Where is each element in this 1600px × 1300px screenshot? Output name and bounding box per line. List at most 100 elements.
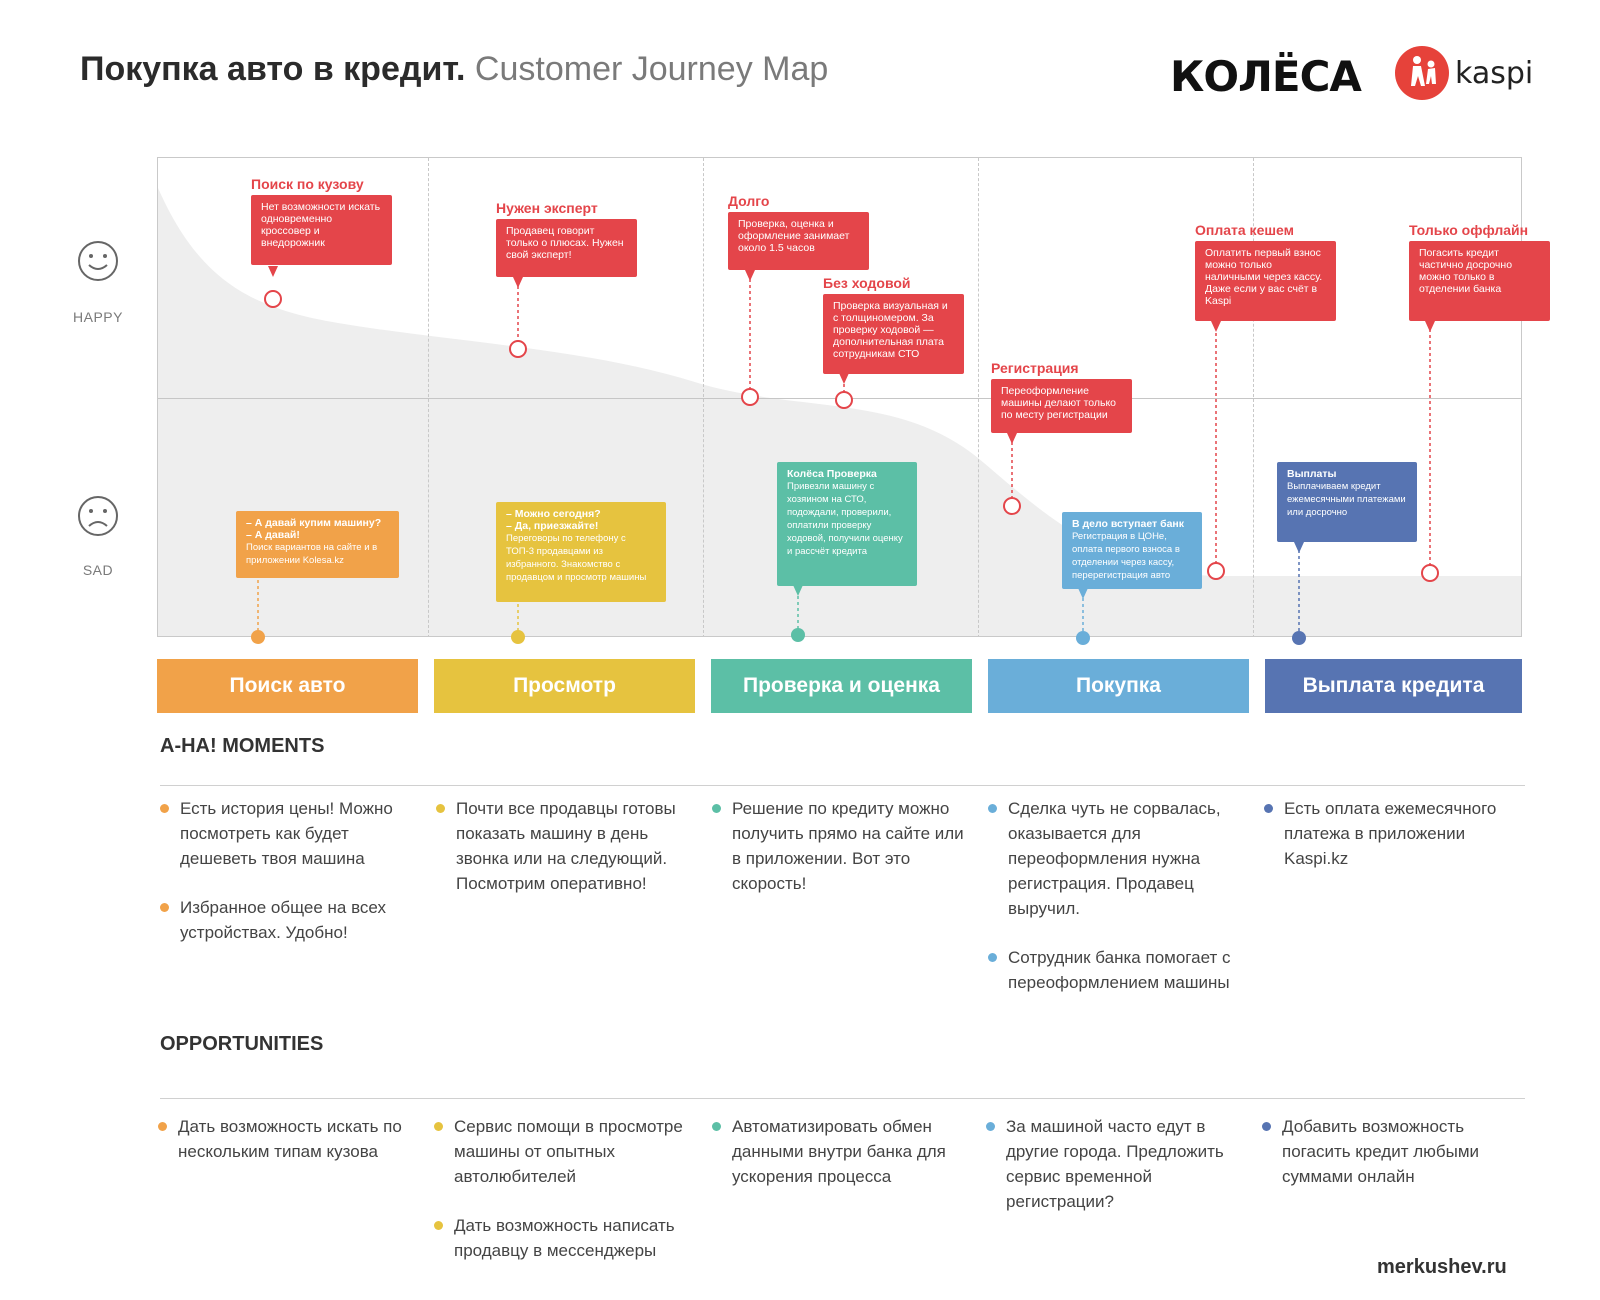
stage-divider: [703, 158, 704, 636]
bullet-dot: [434, 1221, 443, 1230]
happy-label: HAPPY: [73, 309, 123, 325]
kaspi-mark-icon: [1395, 46, 1449, 100]
kaspi-logo: kaspi: [1395, 45, 1533, 101]
pain-point-registration: Регистрация Переоформление машины делают…: [991, 360, 1132, 433]
pain-text: Проверка, оценка и оформление занимает о…: [728, 212, 869, 270]
happy-face-icon: [78, 241, 118, 281]
pain-title: Оплата кешем: [1195, 222, 1294, 238]
stage-repayment: Выплата кредита: [1265, 659, 1522, 713]
action-viewing: – Можно сегодня? – Да, приезжайте! Перег…: [496, 502, 666, 602]
pain-title: Без ходовой: [823, 275, 911, 291]
aha-title: A-HA! MOMENTS: [160, 735, 325, 757]
pain-text: Погасить кредит частично досрочно можно …: [1409, 241, 1550, 321]
pain-point-offline-only: Только оффлайн Погасить кредит частично …: [1409, 222, 1550, 321]
aha-col-search: Есть история цены! Можно посмотреть как …: [160, 796, 415, 969]
kaspi-wordmark: kaspi: [1455, 55, 1534, 91]
stage-divider: [1253, 158, 1254, 636]
pain-point-expert: Нужен эксперт Продавец говорит только о …: [496, 200, 637, 277]
aha-item: Есть история цены! Можно посмотреть как …: [160, 796, 415, 871]
action-line2: – А давай!: [246, 529, 300, 541]
action-search: – А давай купим машину? – А давай! Поиск…: [236, 511, 399, 578]
action-text: Регистрация в ЦОНе, оплата первого взнос…: [1072, 531, 1180, 581]
action-text: Привезли машину с хозяином на СТО, подож…: [787, 481, 903, 557]
action-line1: Колёса Проверка: [787, 468, 877, 480]
action-line1: – А давай купим машину?: [246, 517, 382, 529]
aha-col-inspection: Решение по кредиту можно получить прямо …: [712, 796, 967, 920]
pain-text: Нет возможности искать одновременно крос…: [251, 195, 392, 265]
opportunity-item: Добавить возможность погасить кредит люб…: [1262, 1114, 1517, 1189]
neutral-line: [158, 398, 1521, 399]
bullet-dot: [158, 1122, 167, 1131]
pain-point-cash-payment: Оплата кешем Оплатить первый взнос можно…: [1195, 222, 1336, 321]
pain-text: Продавец говорит только о плюсах. Нужен …: [496, 219, 637, 277]
pain-text: Проверка визуальная и с толщиномером. За…: [823, 294, 964, 374]
stage-divider: [428, 158, 429, 636]
bullet-dot: [1262, 1122, 1271, 1131]
aha-col-purchase: Сделка чуть не сорвалась, оказывается дл…: [988, 796, 1243, 1019]
action-text: Переговоры по телефону с ТОП-3 продавцам…: [506, 533, 647, 583]
pain-title: Долго: [728, 193, 770, 209]
stage-purchase: Покупка: [988, 659, 1249, 713]
opp-col-purchase: За машиной часто едут в другие города. П…: [986, 1114, 1241, 1238]
aha-item: Сотрудник банка помогает с переоформлени…: [988, 945, 1243, 995]
opportunity-item: Дать возможность написать продавцу в мес…: [434, 1213, 689, 1263]
aha-item: Почти все продавцы готовы показать машин…: [436, 796, 691, 896]
title-main: Покупка авто в кредит.: [80, 50, 466, 88]
opp-col-inspection: Автоматизировать обмен данными внутри ба…: [712, 1114, 967, 1213]
opp-col-repayment: Добавить возможность погасить кредит люб…: [1262, 1114, 1517, 1213]
action-line1: Выплаты: [1287, 468, 1337, 480]
action-line1: – Можно сегодня?: [506, 508, 601, 520]
opportunity-item: За машиной часто едут в другие города. П…: [986, 1114, 1241, 1214]
stage-search: Поиск авто: [157, 659, 418, 713]
pain-title: Только оффлайн: [1409, 222, 1529, 238]
pain-point-slow: Долго Проверка, оценка и оформление зани…: [728, 193, 869, 270]
action-repayment: Выплаты Выплачиваем кредит ежемесячными …: [1277, 462, 1417, 542]
action-inspection: Колёса Проверка Привезли машину с хозяин…: [777, 462, 917, 586]
title-sub: Customer Journey Map: [474, 50, 829, 88]
stage-bar: Поиск авто Просмотр Проверка и оценка По…: [157, 659, 1522, 713]
mood-sad: SAD: [58, 495, 138, 578]
bullet-dot: [1264, 804, 1273, 813]
opportunity-item: Дать возможность искать по нескольким ти…: [158, 1114, 413, 1164]
sad-face-icon: [78, 496, 118, 536]
aha-col-viewing: Почти все продавцы готовы показать машин…: [436, 796, 691, 920]
bullet-dot: [434, 1122, 443, 1131]
action-text: Выплачиваем кредит ежемесячными платежам…: [1287, 481, 1406, 518]
footer-site[interactable]: merkushev.ru: [1377, 1256, 1507, 1278]
action-line1: В дело вступает банк: [1072, 518, 1185, 530]
page-title: Покупка авто в кредит. Customer Journey …: [80, 50, 828, 89]
aha-item: Сделка чуть не сорвалась, оказывается дл…: [988, 796, 1243, 921]
bullet-dot: [988, 804, 997, 813]
bullet-dot: [986, 1122, 995, 1131]
pain-title: Нужен эксперт: [496, 200, 598, 216]
bullet-dot: [160, 903, 169, 912]
mood-happy: HAPPY: [58, 240, 138, 325]
kolesa-logo: КОЛЁСА: [1170, 52, 1362, 101]
opportunities-divider: [160, 1098, 1525, 1099]
bullet-dot: [160, 804, 169, 813]
pain-point-body-search: Поиск по кузову Нет возможности искать о…: [251, 176, 392, 265]
action-line2: – Да, приезжайте!: [506, 520, 599, 532]
aha-item: Есть оплата ежемесячного платежа в прило…: [1264, 796, 1519, 871]
aha-item: Решение по кредиту можно получить прямо …: [712, 796, 967, 896]
aha-divider: [160, 785, 1525, 786]
bullet-dot: [712, 804, 721, 813]
bullet-dot: [988, 953, 997, 962]
pain-text: Переоформление машины делают только по м…: [991, 379, 1132, 433]
bullet-dot: [712, 1122, 721, 1131]
pain-title: Регистрация: [991, 360, 1079, 376]
aha-item: Избранное общее на всех устройствах. Удо…: [160, 895, 415, 945]
action-text: Поиск вариантов на сайте и в приложении …: [246, 542, 378, 566]
stage-inspection: Проверка и оценка: [711, 659, 972, 713]
action-purchase: В дело вступает банк Регистрация в ЦОНе,…: [1062, 512, 1202, 589]
opportunity-item: Автоматизировать обмен данными внутри ба…: [712, 1114, 967, 1189]
opportunities-title: OPPORTUNITIES: [160, 1033, 324, 1055]
bullet-dot: [436, 804, 445, 813]
opp-col-viewing: Сервис помощи в просмотре машины от опыт…: [434, 1114, 689, 1287]
sad-label: SAD: [82, 562, 114, 578]
opp-col-search: Дать возможность искать по нескольким ти…: [158, 1114, 413, 1188]
pain-point-no-chassis: Без ходовой Проверка визуальная и с толщ…: [823, 275, 964, 374]
stage-viewing: Просмотр: [434, 659, 695, 713]
pain-text: Оплатить первый взнос можно только налич…: [1195, 241, 1336, 321]
stage-divider: [978, 158, 979, 636]
